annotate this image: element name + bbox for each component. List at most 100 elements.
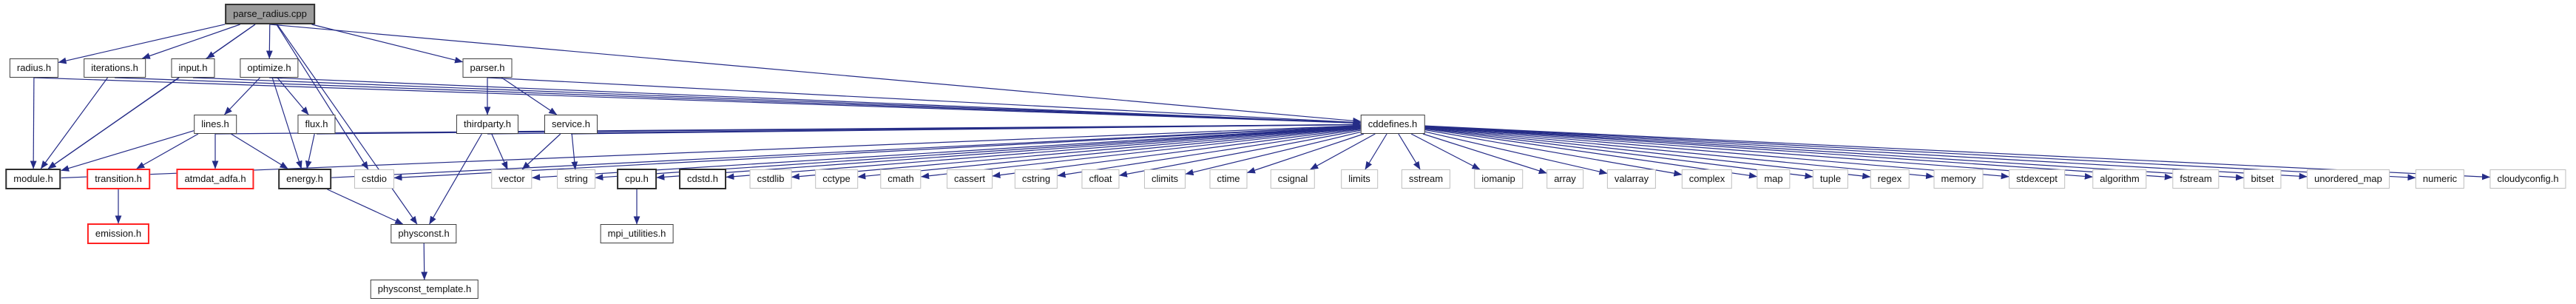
edge-cddefines-to-tuple (1424, 127, 1813, 180)
edge-cddefines-to-cstdlib (791, 126, 1361, 180)
edge-input-to-module (47, 77, 180, 169)
graph-node-service[interactable]: service.h (544, 115, 598, 134)
graph-node-transition[interactable]: transition.h (87, 169, 150, 189)
edge-cddefines-to-valarray (1424, 131, 1608, 175)
edge-cddefines-to-array (1422, 133, 1547, 175)
edge-cddefines-to-map (1424, 128, 1757, 179)
graph-node-valarray[interactable]: valarray (1606, 169, 1657, 189)
graph-node-cfloat[interactable]: cfloat (1081, 169, 1120, 189)
graph-node-array[interactable]: array (1546, 169, 1583, 189)
edge-flux-to-energy (305, 133, 315, 169)
graph-node-csignal[interactable]: csignal (1270, 169, 1316, 189)
graph-node-cstdlib[interactable]: cstdlib (749, 169, 792, 189)
graph-node-cctype[interactable]: cctype (815, 169, 858, 189)
edge-cddefines-to-vector (532, 126, 1361, 181)
graph-node-cddefines[interactable]: cddefines.h (1360, 115, 1425, 134)
edge-cddefines-to-cstdio (393, 125, 1361, 181)
edge-energy-to-physconst (327, 189, 404, 225)
graph-node-radius[interactable]: radius.h (9, 58, 59, 78)
edge-parse_radius-to-iterations (141, 24, 240, 59)
graph-node-flux[interactable]: flux.h (297, 115, 336, 134)
graph-node-regex[interactable]: regex (1870, 169, 1910, 189)
graph-node-physconst_template[interactable]: physconst_template.h (370, 280, 479, 299)
graph-node-optimize[interactable]: optimize.h (240, 58, 299, 78)
edge-parser-to-service (501, 77, 558, 115)
edge-cddefines-to-cdstd (726, 126, 1361, 180)
edge-service-to-cddefines (570, 121, 1362, 135)
edge-parser-to-cddefines (487, 77, 1362, 126)
graph-node-complex[interactable]: complex (1681, 169, 1733, 189)
edge-lines-to-transition (136, 133, 199, 169)
edge-cddefines-to-climits (1185, 131, 1361, 176)
edge-optimize-to-lines (224, 77, 260, 115)
graph-node-ctime[interactable]: ctime (1209, 169, 1248, 189)
edge-thirdparty-to-vector (491, 133, 508, 170)
edge-parse_radius-to-radius (58, 24, 226, 64)
graph-node-stdexcept[interactable]: stdexcept (2009, 169, 2065, 189)
edge-cddefines-to-sstream (1398, 133, 1421, 170)
edge-cddefines-to-stdexcept (1424, 126, 2009, 180)
edge-optimize-to-energy (271, 77, 302, 169)
edge-physconst-to-physconst_template (421, 243, 428, 280)
graph-node-algorithm[interactable]: algorithm (2092, 169, 2147, 189)
edge-optimize-to-cddefines (268, 77, 1362, 126)
graph-node-thirdparty[interactable]: thirdparty.h (456, 115, 519, 134)
edge-parse_radius-to-optimize (266, 24, 273, 59)
graph-node-cdstd[interactable]: cdstd.h (679, 169, 726, 189)
graph-node-cmath[interactable]: cmath (880, 169, 922, 189)
edge-parse_radius-to-cstdio (276, 24, 369, 170)
graph-node-fstream[interactable]: fstream (2172, 169, 2220, 189)
graph-node-tuple[interactable]: tuple (1812, 169, 1849, 189)
graph-node-unordered_map[interactable]: unordered_map (2307, 169, 2390, 189)
graph-node-cloudyconfig[interactable]: cloudyconfig.h (2489, 169, 2566, 189)
edge-cddefines-to-algorithm (1424, 126, 2093, 180)
graph-node-energy[interactable]: energy.h (278, 169, 331, 189)
graph-node-lines[interactable]: lines.h (194, 115, 237, 134)
edge-cddefines-to-iomanip (1410, 133, 1481, 170)
graph-node-climits[interactable]: climits (1143, 169, 1186, 189)
graph-node-atmdat_adfa[interactable]: atmdat_adfa.h (176, 169, 254, 189)
edge-radius-to-cddefines (33, 77, 1362, 126)
graph-node-iomanip[interactable]: iomanip (1474, 169, 1523, 189)
graph-node-cstring[interactable]: cstring (1014, 169, 1058, 189)
graph-node-cpu[interactable]: cpu.h (617, 169, 657, 189)
edge-cddefines-to-cstring (1057, 129, 1361, 178)
edge-module-to-cddefines (61, 122, 1362, 179)
edge-cddefines-to-bitset (1424, 126, 2245, 181)
edge-lines-to-energy (230, 133, 288, 169)
graph-node-mpi_utilities[interactable]: mpi_utilities.h (600, 224, 674, 243)
edge-input-to-cddefines (192, 77, 1362, 126)
graph-node-memory[interactable]: memory (1933, 169, 1984, 189)
edge-parse_radius-to-cddefines (269, 24, 1362, 124)
edge-cddefines-to-cfloat (1118, 129, 1361, 178)
graph-node-physconst[interactable]: physconst.h (391, 224, 457, 243)
edge-optimize-to-flux (277, 77, 309, 115)
graph-node-parse_radius[interactable]: parse_radius.cpp (225, 4, 315, 24)
edge-lines-to-module (61, 130, 195, 172)
graph-node-cstdio[interactable]: cstdio (354, 169, 394, 189)
edge-iterations-to-module (40, 77, 108, 169)
edge-cddefines-to-cpu (656, 126, 1361, 180)
graph-node-bitset[interactable]: bitset (2243, 169, 2282, 189)
graph-node-sstream[interactable]: sstream (1401, 169, 1451, 189)
graph-node-module[interactable]: module.h (5, 169, 61, 189)
graph-node-emission[interactable]: emission.h (87, 223, 150, 244)
graph-node-iterations[interactable]: iterations.h (84, 58, 146, 78)
edge-cddefines-to-unordered_map (1424, 125, 2308, 180)
edge-parse_radius-to-physconst (277, 24, 418, 225)
graph-node-string[interactable]: string (557, 169, 595, 189)
graph-node-vector[interactable]: vector (491, 169, 533, 189)
edge-cddefines-to-cmath (921, 127, 1361, 180)
graph-node-map[interactable]: map (1757, 169, 1791, 189)
graph-node-limits[interactable]: limits (1341, 169, 1378, 189)
edge-cddefines-to-numeric (1424, 125, 2416, 181)
graph-node-cassert[interactable]: cassert (947, 169, 993, 189)
graph-node-input[interactable]: input.h (171, 58, 215, 78)
graph-node-numeric[interactable]: numeric (2415, 169, 2465, 189)
edge-cddefines-to-regex (1424, 127, 1871, 180)
graph-node-parser[interactable]: parser.h (462, 58, 513, 78)
edge-cddefines-to-cctype (857, 126, 1361, 180)
